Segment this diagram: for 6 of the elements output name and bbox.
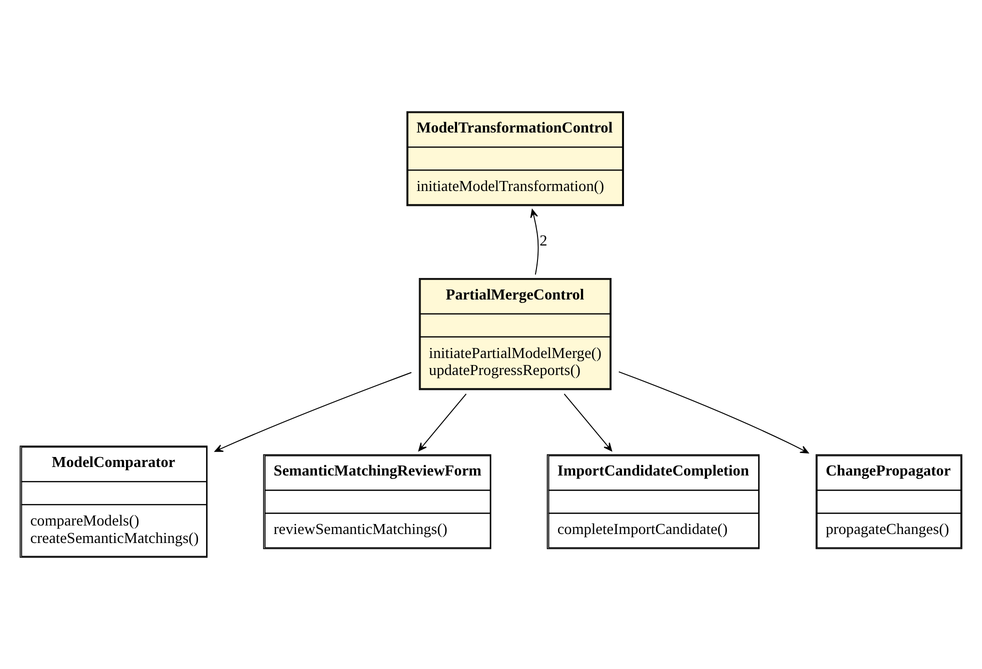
arrow <box>214 372 412 452</box>
arrow <box>618 371 809 454</box>
arrow <box>530 209 539 276</box>
edge-label: 2 <box>540 232 548 250</box>
arrow <box>564 393 612 452</box>
arrow <box>418 393 467 452</box>
